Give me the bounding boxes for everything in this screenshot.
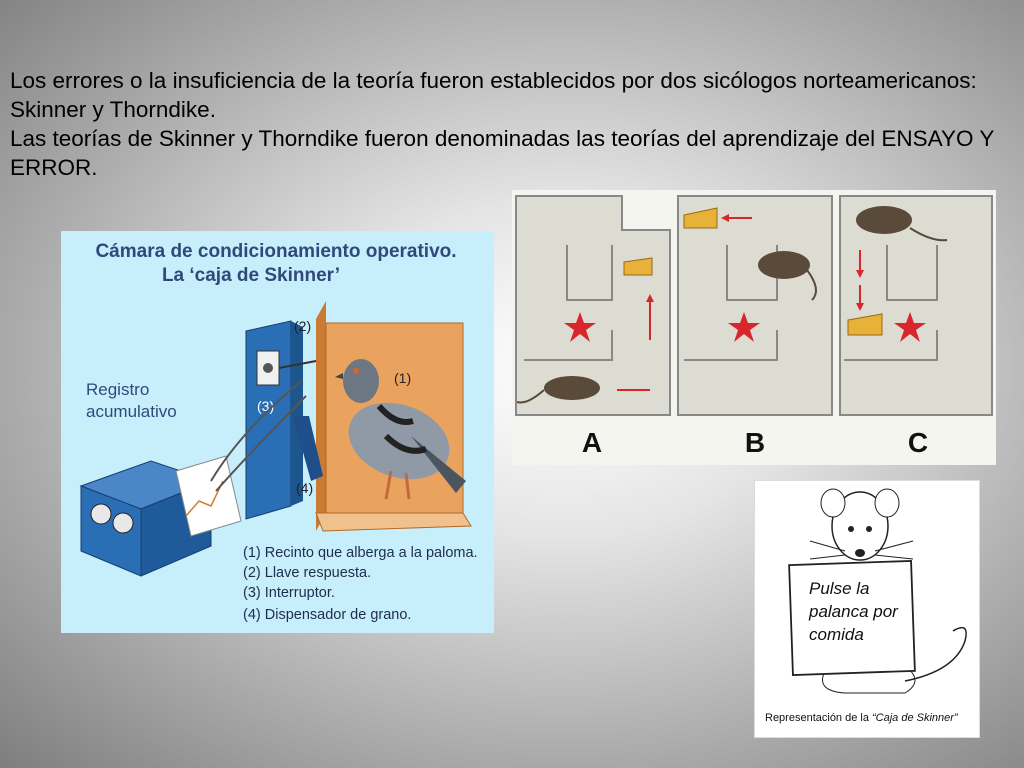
maze-panel-a <box>515 195 671 416</box>
paragraph-2: Las teorías de Skinner y Thorndike fuero… <box>10 126 994 180</box>
skinner-title-1: Cámara de condicionamiento operativo. <box>95 241 456 262</box>
star-icon <box>728 312 760 342</box>
marker-2: (2) <box>294 318 311 334</box>
sign-line-1: Pulse la <box>809 579 869 598</box>
maze-svg: A B C <box>515 195 993 458</box>
maze-panel-c <box>839 195 993 416</box>
registro-label-1: Registro <box>86 380 149 399</box>
skinner-box-svg: Cámara de condicionamiento operativo. La… <box>79 241 478 623</box>
marker-4: (4) <box>296 480 313 496</box>
sign-line-2: palanca por <box>808 602 899 621</box>
registro-label-2: acumulativo <box>86 402 177 421</box>
maze-panel-b <box>677 195 833 416</box>
legend-item-3: (3) Interruptor. <box>243 585 335 601</box>
rat-sign-svg: Pulse la palanca por comida Representaci… <box>765 488 967 724</box>
maze-trials-illustration: A B C <box>512 190 996 465</box>
rat-caption-title: “Caja de Skinner” <box>872 712 959 724</box>
maze-label-c: C <box>908 427 928 458</box>
star-icon <box>894 312 926 342</box>
rat-icon <box>856 206 912 234</box>
skinner-box-illustration: Cámara de condicionamiento operativo. La… <box>61 231 494 633</box>
cheese-icon <box>847 313 883 336</box>
maze-label-a: A <box>582 427 602 458</box>
marker-1: (1) <box>394 370 411 386</box>
rat-sign-illustration: Pulse la palanca por comida Representaci… <box>754 480 980 738</box>
skinner-title-2: La ‘caja de Skinner’ <box>162 265 340 286</box>
sign-board <box>788 559 916 677</box>
legend-item-2: (2) Llave respuesta. <box>243 565 371 581</box>
cheese-icon <box>683 207 718 229</box>
sign-line-3: comida <box>809 625 864 644</box>
pigeon <box>335 359 466 500</box>
star-icon <box>564 312 596 342</box>
rat-drawing <box>809 488 967 694</box>
legend-item-1: (1) Recinto que alberga a la paloma. <box>243 545 478 561</box>
rat-caption: Representación de la “Caja de Skinner” <box>765 712 959 724</box>
legend-item-4: (4) Dispensador de grano. <box>243 607 411 623</box>
cumulative-recorder <box>79 380 307 577</box>
rat-icon <box>544 376 600 400</box>
paragraph-1: Los errores o la insuficiencia de la teo… <box>10 68 977 122</box>
rat-icon <box>758 251 810 279</box>
switch-column <box>245 320 323 520</box>
slide-text: Los errores o la insuficiencia de la teo… <box>10 66 1015 182</box>
maze-label-b: B <box>745 427 765 458</box>
rat-caption-prefix: Representación de la <box>765 712 872 724</box>
cheese-icon <box>623 257 653 276</box>
